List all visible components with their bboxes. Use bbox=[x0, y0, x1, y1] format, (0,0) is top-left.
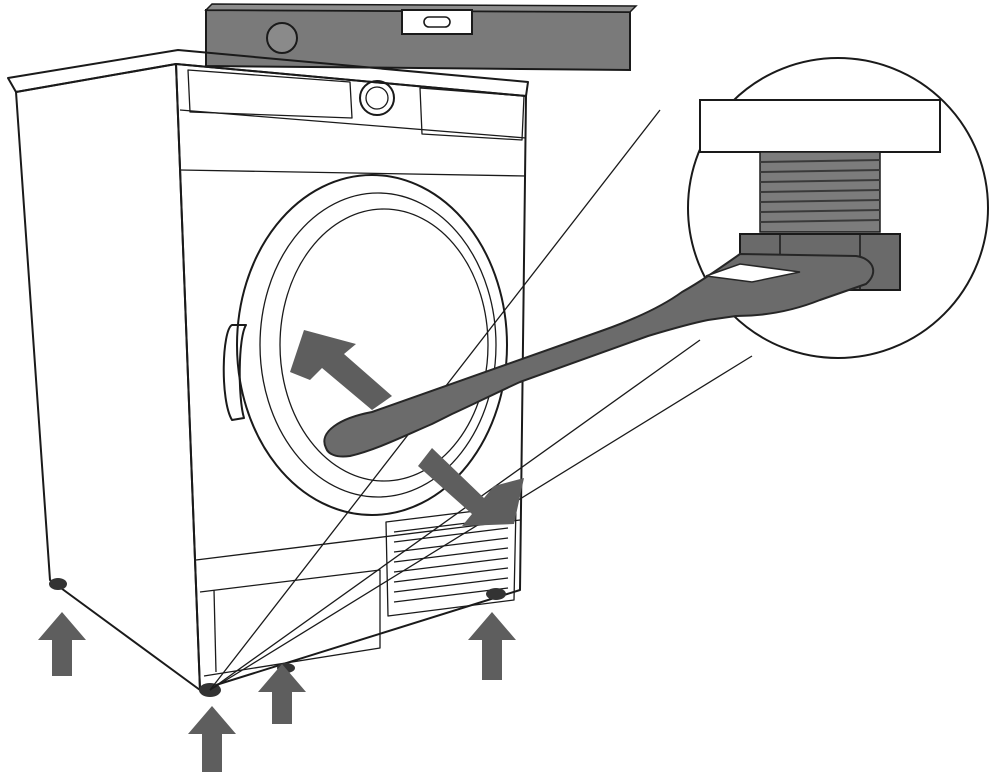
spanner-size-label: 22 bbox=[631, 271, 663, 303]
arrow-up-front-right bbox=[468, 612, 516, 680]
arrow-up-front-left bbox=[188, 706, 236, 772]
spanner-icon: 22 bbox=[323, 253, 875, 458]
arrow-diagonal-icon bbox=[290, 330, 524, 526]
tumble-dryer bbox=[7, 49, 529, 697]
arrow-down-right bbox=[418, 448, 524, 526]
arrow-up-left bbox=[290, 330, 392, 410]
arrow-up-back-right bbox=[258, 664, 306, 724]
spirit-level-icon bbox=[204, 3, 638, 72]
foot-back-left bbox=[49, 578, 67, 590]
arrow-up-back-left bbox=[38, 612, 86, 676]
arrow-up-icon bbox=[38, 612, 516, 772]
foot-front-right bbox=[486, 588, 506, 600]
